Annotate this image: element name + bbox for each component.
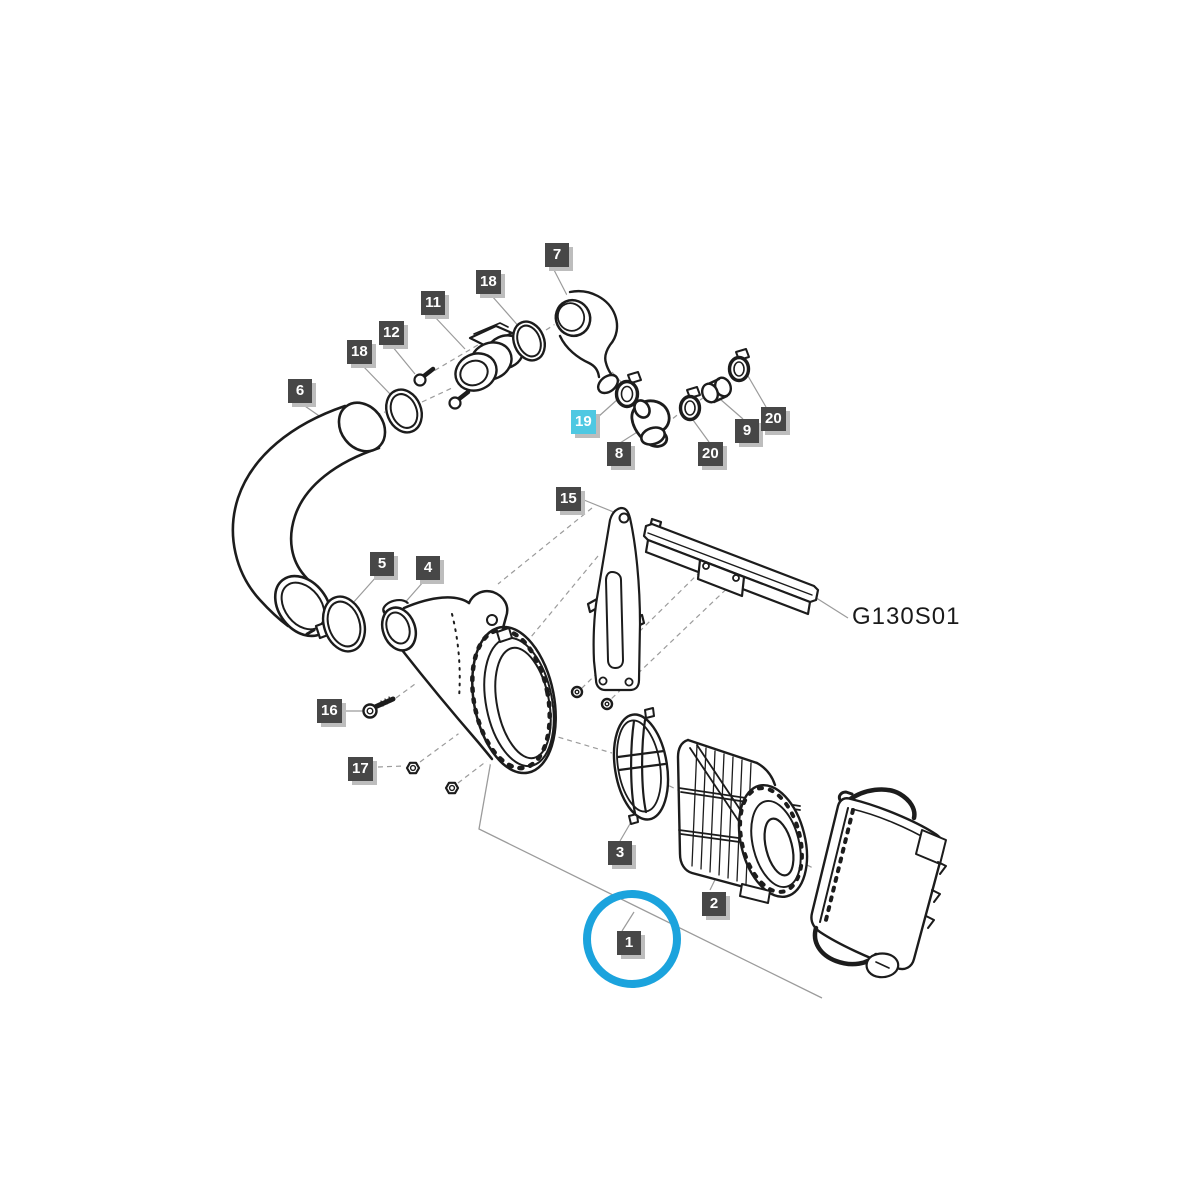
part-label-11[interactable]: 11 — [421, 291, 445, 315]
air-inlet-hose-part7 — [554, 289, 620, 395]
elbow-hose-part8 — [630, 399, 671, 448]
part-label-17[interactable]: 17 — [348, 757, 373, 781]
diagram-code-label: G130S01 — [852, 603, 961, 630]
part-label-15[interactable]: 15 — [556, 487, 581, 511]
part-label-16[interactable]: 16 — [317, 699, 342, 723]
nuts-part17 — [405, 761, 460, 795]
part-label-12[interactable]: 12 — [379, 321, 404, 345]
bolt-part16 — [362, 696, 396, 719]
part-label-3[interactable]: 3 — [608, 841, 632, 865]
filter-cover-part3 — [612, 707, 670, 825]
part-label-5[interactable]: 5 — [370, 552, 394, 576]
air-cleaner-cover — [810, 787, 947, 979]
part-label-7[interactable]: 7 — [545, 243, 569, 267]
part-label-6[interactable]: 6 — [288, 379, 312, 403]
hose-clamp-part20-lower — [678, 386, 702, 422]
hose-clamp-part20-upper — [727, 348, 751, 383]
hose-clamp-part5 — [305, 595, 367, 653]
o-ring-part18-left — [385, 388, 423, 434]
highlight-circle — [583, 890, 681, 988]
part-label-4[interactable]: 4 — [416, 556, 440, 580]
leader-lines — [301, 267, 849, 999]
part-label-20-b[interactable]: 20 — [761, 407, 786, 431]
intake-hose-part6 — [231, 401, 387, 638]
connector-pipe-part9 — [700, 376, 733, 404]
mounting-bracket-part15 — [586, 506, 646, 692]
part-label-8[interactable]: 8 — [607, 442, 631, 466]
hose-clamp-part19 — [614, 371, 642, 409]
screws-part12 — [413, 366, 471, 410]
part-label-9[interactable]: 9 — [735, 419, 759, 443]
part-label-2[interactable]: 2 — [702, 892, 726, 916]
part-label-1-circled[interactable]: 1 — [617, 931, 641, 955]
part-label-20-a[interactable]: 20 — [698, 442, 723, 466]
sensor-body-part11 — [454, 322, 525, 392]
part-label-18-b[interactable]: 18 — [347, 340, 372, 364]
support-rail — [642, 517, 820, 616]
bracket-nuts — [570, 685, 614, 711]
air-cleaner-body — [380, 588, 557, 775]
o-ring-part18-right — [512, 320, 546, 362]
part-label-19-highlighted[interactable]: 19 — [571, 410, 596, 434]
filter-element-part2 — [676, 738, 809, 904]
part-label-18-a[interactable]: 18 — [476, 270, 501, 294]
